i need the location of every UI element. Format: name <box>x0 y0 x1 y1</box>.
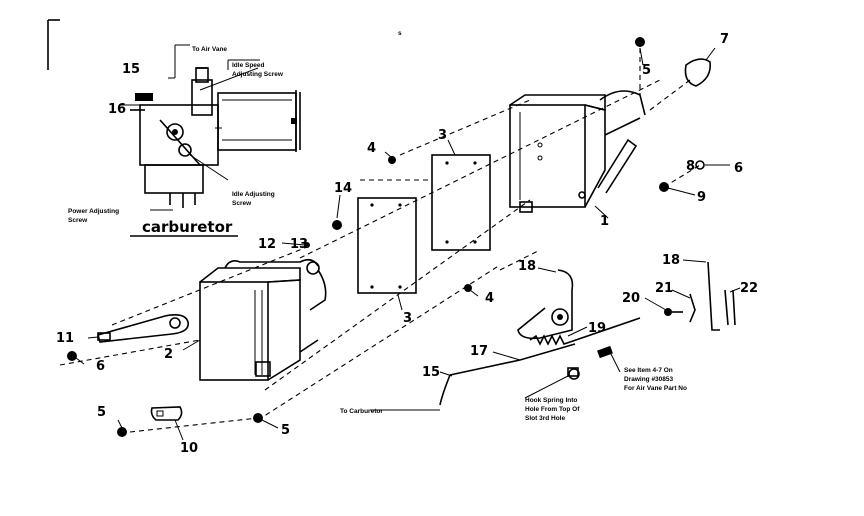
part-number-5c: 5 <box>281 423 290 438</box>
left-housing <box>199 258 327 381</box>
part-number-10: 10 <box>180 441 198 456</box>
note-power-adjust-1: Power Adjusting <box>68 208 119 215</box>
part-number-9: 9 <box>697 190 706 205</box>
carburetor-assembly <box>130 67 301 208</box>
fasteners-middle <box>388 156 472 292</box>
part-number-11: 11 <box>56 331 74 346</box>
note-hook-2: Hole From Top Of <box>525 406 580 413</box>
part-number-15a: 15 <box>122 62 140 77</box>
note-to-carburetor: To Carburetor <box>340 408 383 415</box>
part-number-4a: 4 <box>367 141 376 156</box>
note-to-air-vane: To Air Vane <box>192 46 227 53</box>
part-number-22: 22 <box>740 281 758 296</box>
part-number-13: 13 <box>290 237 308 252</box>
part-number-19: 19 <box>588 321 606 336</box>
part-number-3a: 3 <box>403 311 412 326</box>
part-number-3b: 3 <box>438 128 447 143</box>
parts-20-22 <box>664 289 736 326</box>
fasteners-right <box>635 37 712 192</box>
carburetor-caption: carburetor <box>142 218 233 236</box>
top-mark: s <box>398 30 402 37</box>
part-number-7: 7 <box>720 32 729 47</box>
corner-mark <box>47 19 60 70</box>
wire-part-18 <box>707 261 720 331</box>
part-number-5a: 5 <box>642 63 651 78</box>
part-number-8: 8 <box>686 159 695 174</box>
note-see-2: Drawing #30853 <box>624 376 674 383</box>
note-power-adjust-2: Screw <box>68 217 88 224</box>
note-see-1: See Item 4-7 On <box>624 367 673 374</box>
callout-leaders <box>75 47 741 441</box>
lever-part-11 <box>97 314 189 343</box>
part-number-6a: 6 <box>96 359 105 374</box>
part-number-18b: 18 <box>662 253 680 268</box>
part-number-2: 2 <box>164 347 173 362</box>
note-idle-adjust-2: Screw <box>232 200 252 207</box>
bracket-part-18 <box>517 269 574 340</box>
part-number-14: 14 <box>334 181 352 196</box>
part-number-1: 1 <box>600 214 609 229</box>
part-number-21: 21 <box>655 281 673 296</box>
carburetor-leaders <box>120 44 260 211</box>
housing-part-1 <box>509 90 646 213</box>
part-number-17: 17 <box>470 344 488 359</box>
part-number-18a: 18 <box>518 259 536 274</box>
plate-part-3-left <box>357 197 417 294</box>
part-number-15b: 15 <box>422 365 440 380</box>
part-number-16: 16 <box>108 102 126 117</box>
spring-part-19 <box>529 317 641 359</box>
part-number-5b: 5 <box>97 405 106 420</box>
part-number-20: 20 <box>622 291 640 306</box>
note-idle-speed-2: Adjusting Screw <box>232 71 284 78</box>
fasteners-left <box>67 220 342 437</box>
note-idle-speed-1: Idle Speed <box>232 62 265 69</box>
rod-part-15 <box>439 343 580 406</box>
part-number-6b: 6 <box>734 161 743 176</box>
part-number-12: 12 <box>258 237 276 252</box>
plate-part-3-right <box>431 154 491 251</box>
plate-part-10 <box>150 406 183 421</box>
note-hook-1: Hook Spring Into <box>525 397 577 404</box>
part-number-4b: 4 <box>485 291 494 306</box>
note-idle-adjust-1: Idle Adjusting <box>232 191 275 198</box>
assembly-lines <box>59 48 701 433</box>
note-see-3: For Air Vane Part No <box>624 385 687 392</box>
note-hook-3: Slot 3rd Hole <box>525 415 565 422</box>
